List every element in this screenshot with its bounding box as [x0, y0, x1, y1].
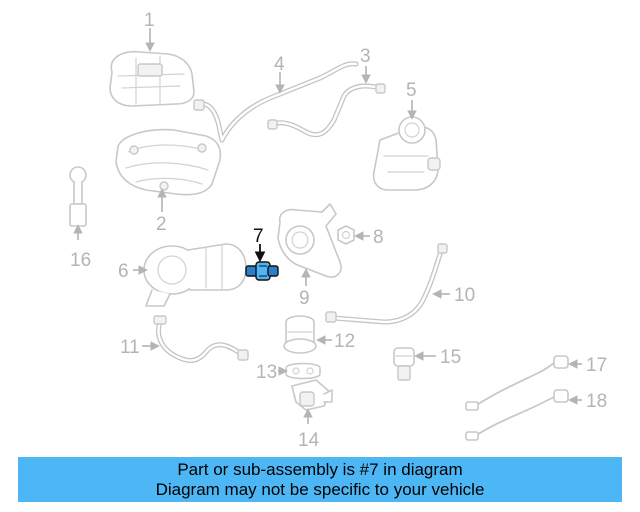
info-banner: Part or sub-assembly is #7 in diagram Di…: [18, 457, 622, 502]
part-4-hose[interactable]: [193, 61, 359, 143]
callout-17: 17: [586, 355, 607, 376]
part-9-bracket[interactable]: [277, 203, 342, 278]
callout-6: 6: [118, 261, 129, 282]
callout-18: 18: [586, 391, 607, 412]
banner-line-1: Part or sub-assembly is #7 in diagram: [177, 460, 463, 479]
callout-12: 12: [334, 331, 355, 352]
part-1-cover[interactable]: [109, 50, 195, 107]
part-11-hose[interactable]: [153, 315, 249, 363]
callout-4: 4: [274, 54, 285, 75]
part-8-nut[interactable]: [337, 225, 355, 245]
part-10-pipe[interactable]: [325, 243, 448, 325]
callout-14: 14: [298, 430, 320, 451]
part-17-oxygen-sensor[interactable]: [465, 355, 569, 411]
part-14-valve-body[interactable]: [291, 379, 333, 411]
callouts: 1 2 3 4 5 6 7 8 9 10 11 12 13 14 15 16 1: [70, 10, 607, 451]
callout-13: 13: [256, 362, 277, 383]
banner-line-2: Diagram may not be specific to your vehi…: [155, 480, 485, 499]
part-15-solenoid[interactable]: [393, 347, 415, 381]
callout-5: 5: [406, 80, 417, 101]
callout-3: 3: [360, 46, 371, 67]
part-6-air-pump[interactable]: [143, 243, 247, 307]
callout-9: 9: [299, 288, 310, 309]
part-5-valve[interactable]: [372, 116, 441, 191]
part-7-check-valve[interactable]: [245, 261, 279, 281]
callout-2: 2: [156, 214, 167, 235]
part-3-hose[interactable]: [267, 83, 386, 138]
callout-1: 1: [144, 10, 155, 31]
part-18-oxygen-sensor[interactable]: [465, 389, 569, 441]
parts-diagram: 1 2 3 4 5 6 7 8 9 10 11 12 13 14 15 16 1: [69, 10, 607, 451]
callout-10: 10: [454, 285, 475, 306]
callout-16: 16: [70, 250, 91, 271]
part-12-flange[interactable]: [283, 315, 317, 354]
part-16-sensor[interactable]: [69, 166, 87, 227]
callout-15: 15: [440, 347, 461, 368]
callout-11: 11: [120, 337, 140, 358]
callout-7: 7: [253, 226, 264, 247]
callout-8: 8: [373, 227, 384, 248]
part-13-gasket[interactable]: [285, 362, 321, 380]
part-2-heat-shield[interactable]: [115, 128, 222, 196]
